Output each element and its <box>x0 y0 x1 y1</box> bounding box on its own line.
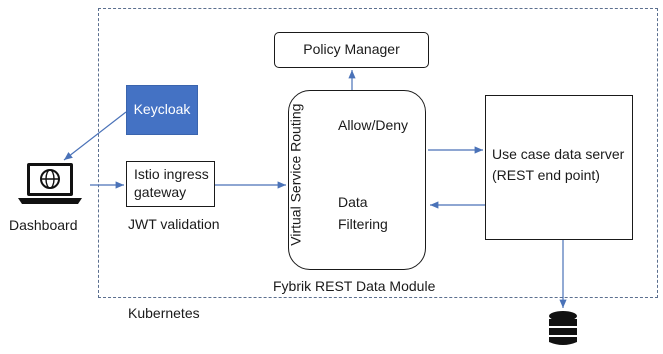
fybrik-module-node <box>288 90 426 270</box>
policy-manager-label: Policy Manager <box>303 41 400 58</box>
data-server-line1: Use case data server <box>492 146 625 162</box>
policy-manager-node: Policy Manager <box>274 32 429 68</box>
data-filtering-line1: Data <box>338 194 368 210</box>
fybrik-module-label: Fybrik REST Data Module <box>273 278 436 294</box>
jwt-validation-label: JWT validation <box>128 216 220 232</box>
data-filtering-line2: Filtering <box>338 215 388 232</box>
data-filtering-label: Data Filtering <box>338 194 388 233</box>
istio-label-line2: gateway <box>134 183 187 200</box>
kubernetes-boundary <box>98 8 658 298</box>
keycloak-node: Keycloak <box>126 85 198 135</box>
database-icon <box>549 311 577 345</box>
virtual-service-routing-label: Virtual Service Routing <box>287 103 304 246</box>
keycloak-label: Keycloak <box>133 101 191 118</box>
kubernetes-label: Kubernetes <box>128 305 200 321</box>
istio-gateway-node: Istio ingress gateway <box>126 161 215 207</box>
laptop-globe-icon <box>18 163 82 204</box>
dashboard-label: Dashboard <box>9 217 78 233</box>
data-server-node: Use case data server (REST end point) <box>485 95 633 240</box>
istio-label-line1: Istio ingress <box>134 166 209 182</box>
data-server-line2: (REST end point) <box>492 166 600 183</box>
arrow-keycloak-to-dashboard <box>63 111 127 161</box>
allow-deny-label: Allow/Deny <box>338 117 409 133</box>
